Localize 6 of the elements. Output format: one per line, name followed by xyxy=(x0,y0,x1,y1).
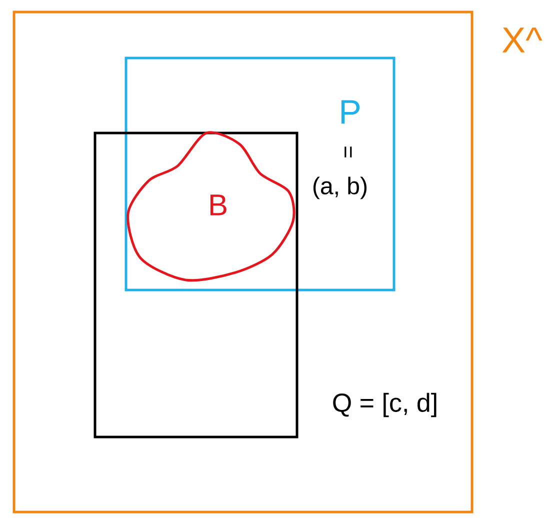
set-label: Q = [c, d] xyxy=(333,392,436,418)
set-label: P xyxy=(341,100,360,124)
set-label: X^ xyxy=(502,28,542,52)
set-label: (a, b) xyxy=(313,176,366,200)
equals-sign: = xyxy=(344,146,352,158)
set-label: B xyxy=(210,194,226,216)
